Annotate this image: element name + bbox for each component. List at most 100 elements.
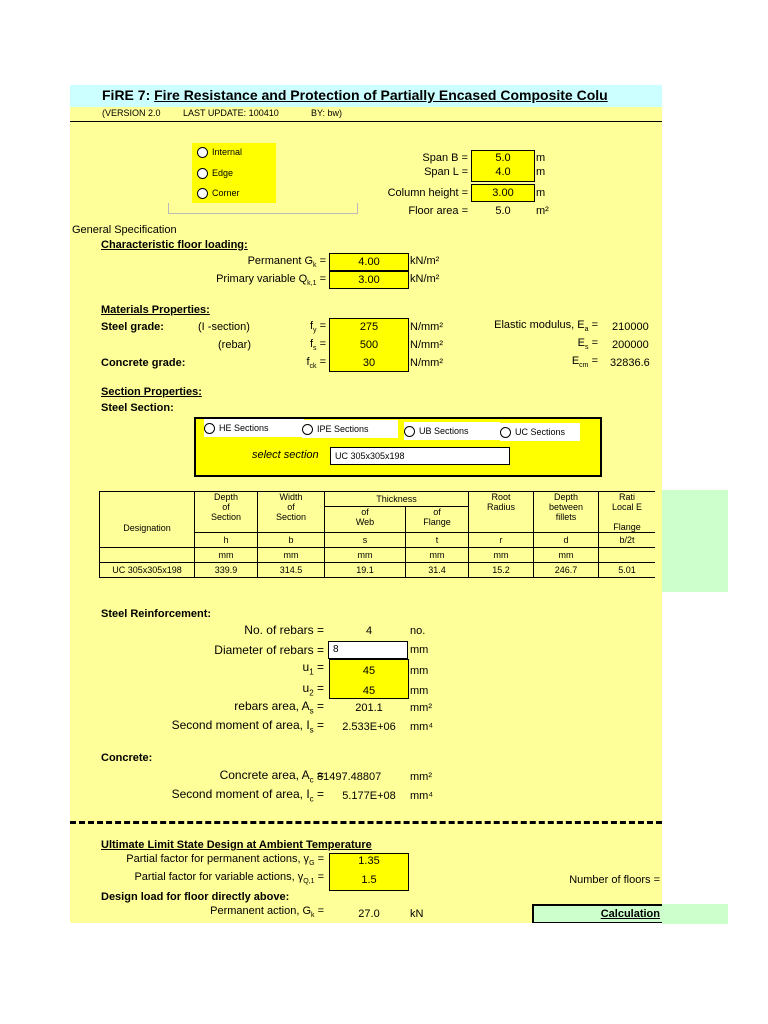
radio-icon [500, 427, 511, 439]
rebars-inertia-label: Second moment of area, Is = [171, 718, 324, 735]
uls-heading: Ultimate Limit State Design at Ambient T… [101, 839, 372, 851]
concrete-area-unit: mm² [410, 771, 432, 783]
variable-load-unit: kN/m² [410, 273, 440, 285]
es-label: Es = [577, 337, 598, 352]
gamma-q-input[interactable]: 1.5 [361, 874, 377, 886]
location-frame [168, 203, 358, 214]
unit-cell: mm [405, 547, 469, 563]
last-update-label: LAST UPDATE: 100410 [183, 108, 279, 118]
rebar-diameter-unit: mm [410, 644, 429, 656]
rebar-diameter-label: Diameter of rebars = [214, 643, 324, 657]
radio-icon [197, 168, 208, 180]
steel-grade-label: Steel grade: [101, 321, 164, 333]
fy-input[interactable]: 275 [359, 321, 379, 333]
span-l-input[interactable]: 4.0 [495, 166, 511, 178]
tab-ub-sections[interactable]: UB Sections [404, 422, 500, 440]
side-panel-table [662, 490, 728, 592]
designation-cell: UC 305x305x198 [99, 562, 195, 578]
u1-label: u1 = [302, 660, 324, 677]
fck-input[interactable]: 30 [362, 357, 376, 369]
app-title: FiRE 7: Fire Resistance and Protection o… [102, 87, 608, 103]
permanent-action-unit: kN [410, 908, 424, 920]
concrete-area-label: Concrete area, Ac = [219, 768, 324, 785]
fs-unit: N/mm² [410, 339, 443, 351]
floor-area-label: Floor area = [408, 205, 468, 217]
unit-cell: mm [257, 547, 325, 563]
unit-cell: mm [194, 547, 258, 563]
u1-input[interactable]: 45 [362, 665, 376, 677]
ecm-value: 32836.6 [610, 357, 650, 369]
gamma-input-block [329, 853, 409, 891]
concrete-grade-label: Concrete grade: [101, 357, 186, 369]
fs-label: fs = [309, 338, 326, 353]
es-value: 200000 [612, 339, 649, 351]
radio-icon [197, 188, 208, 200]
fs-input[interactable]: 500 [359, 339, 379, 351]
span-l-unit: m [536, 166, 546, 178]
radio-corner[interactable]: Corner [197, 188, 240, 200]
unit-cell: mm [468, 547, 534, 563]
gamma-g-input[interactable]: 1.35 [358, 855, 380, 867]
num-rebars-unit: no. [410, 625, 426, 637]
column-height-input[interactable]: 3.00 [471, 184, 535, 202]
symbol-ratio: b/2t [598, 532, 655, 548]
symbol-h: h [194, 532, 258, 548]
variable-load-label: Primary variable Qk,1 = [216, 273, 326, 288]
version-label: (VERSION 2.0 [102, 108, 161, 118]
materials-input-block [329, 318, 409, 372]
span-l-label: Span L = [424, 166, 468, 178]
u1-unit: mm [410, 665, 429, 677]
permanent-load-input[interactable]: 4.00 [329, 253, 409, 271]
symbol-r: r [468, 532, 534, 548]
depth-cell: 339.9 [194, 562, 258, 578]
symbol-t: t [405, 532, 469, 548]
rebars-area-label: rebars area, As = [234, 699, 324, 716]
fck-label: fck = [306, 356, 326, 371]
permanent-action-label: Permanent action, Gk = [210, 905, 324, 920]
gamma-q-label: Partial factor for variable actions, γQ,… [134, 871, 324, 886]
concrete-area-value: 81497.48807 [317, 771, 382, 783]
steel-section-label: Steel Section: [101, 402, 174, 414]
permanent-action-value: 27.0 [358, 908, 380, 920]
permanent-load-label: Permanent Gk = [247, 255, 326, 270]
cover-input-block [329, 659, 409, 699]
ea-label: Elastic modulus, Ea = [494, 319, 598, 334]
rebar-label: (rebar) [218, 339, 252, 351]
spreadsheet-area: FiRE 7: Fire Resistance and Protection o… [70, 85, 662, 923]
radio-edge[interactable]: Edge [197, 168, 233, 180]
width-cell: 314.5 [257, 562, 325, 578]
tab-he-sections[interactable]: HE Sections [204, 419, 304, 437]
radio-internal[interactable]: Internal [197, 147, 242, 159]
u2-unit: mm [410, 685, 429, 697]
u2-input[interactable]: 45 [362, 685, 376, 697]
span-b-label: Span B = [422, 152, 468, 164]
radio-icon [404, 426, 415, 438]
rebar-diameter-input[interactable]: 8 [328, 641, 408, 659]
radio-icon [302, 424, 313, 436]
select-section-label: select section [252, 449, 319, 461]
ea-value: 210000 [612, 321, 649, 333]
fck-unit: N/mm² [410, 357, 443, 369]
flange-cell: 31.4 [405, 562, 469, 578]
radio-icon [204, 423, 215, 435]
variable-load-input[interactable]: 3.00 [329, 271, 409, 289]
num-rebars-value: 4 [365, 625, 373, 637]
symbol-b: b [257, 532, 325, 548]
concrete-inertia-unit: mm⁴ [410, 790, 434, 802]
permanent-load-unit: kN/m² [410, 255, 440, 267]
tab-uc-sections[interactable]: UC Sections [500, 423, 580, 441]
section-heading: Section Properties: [101, 386, 202, 398]
rebars-inertia-unit: mm⁴ [410, 721, 434, 733]
span-b-input[interactable]: 5.0 [495, 152, 511, 164]
title-underline [70, 121, 662, 122]
number-of-floors-label: Number of floors = [569, 874, 660, 886]
span-input-block [471, 150, 535, 182]
section-divider [70, 821, 662, 824]
section-select-dropdown[interactable]: UC 305x305x198 [330, 447, 510, 465]
rebars-area-value: 201.1 [355, 702, 383, 714]
tab-ipe-sections[interactable]: IPE Sections [302, 420, 398, 438]
